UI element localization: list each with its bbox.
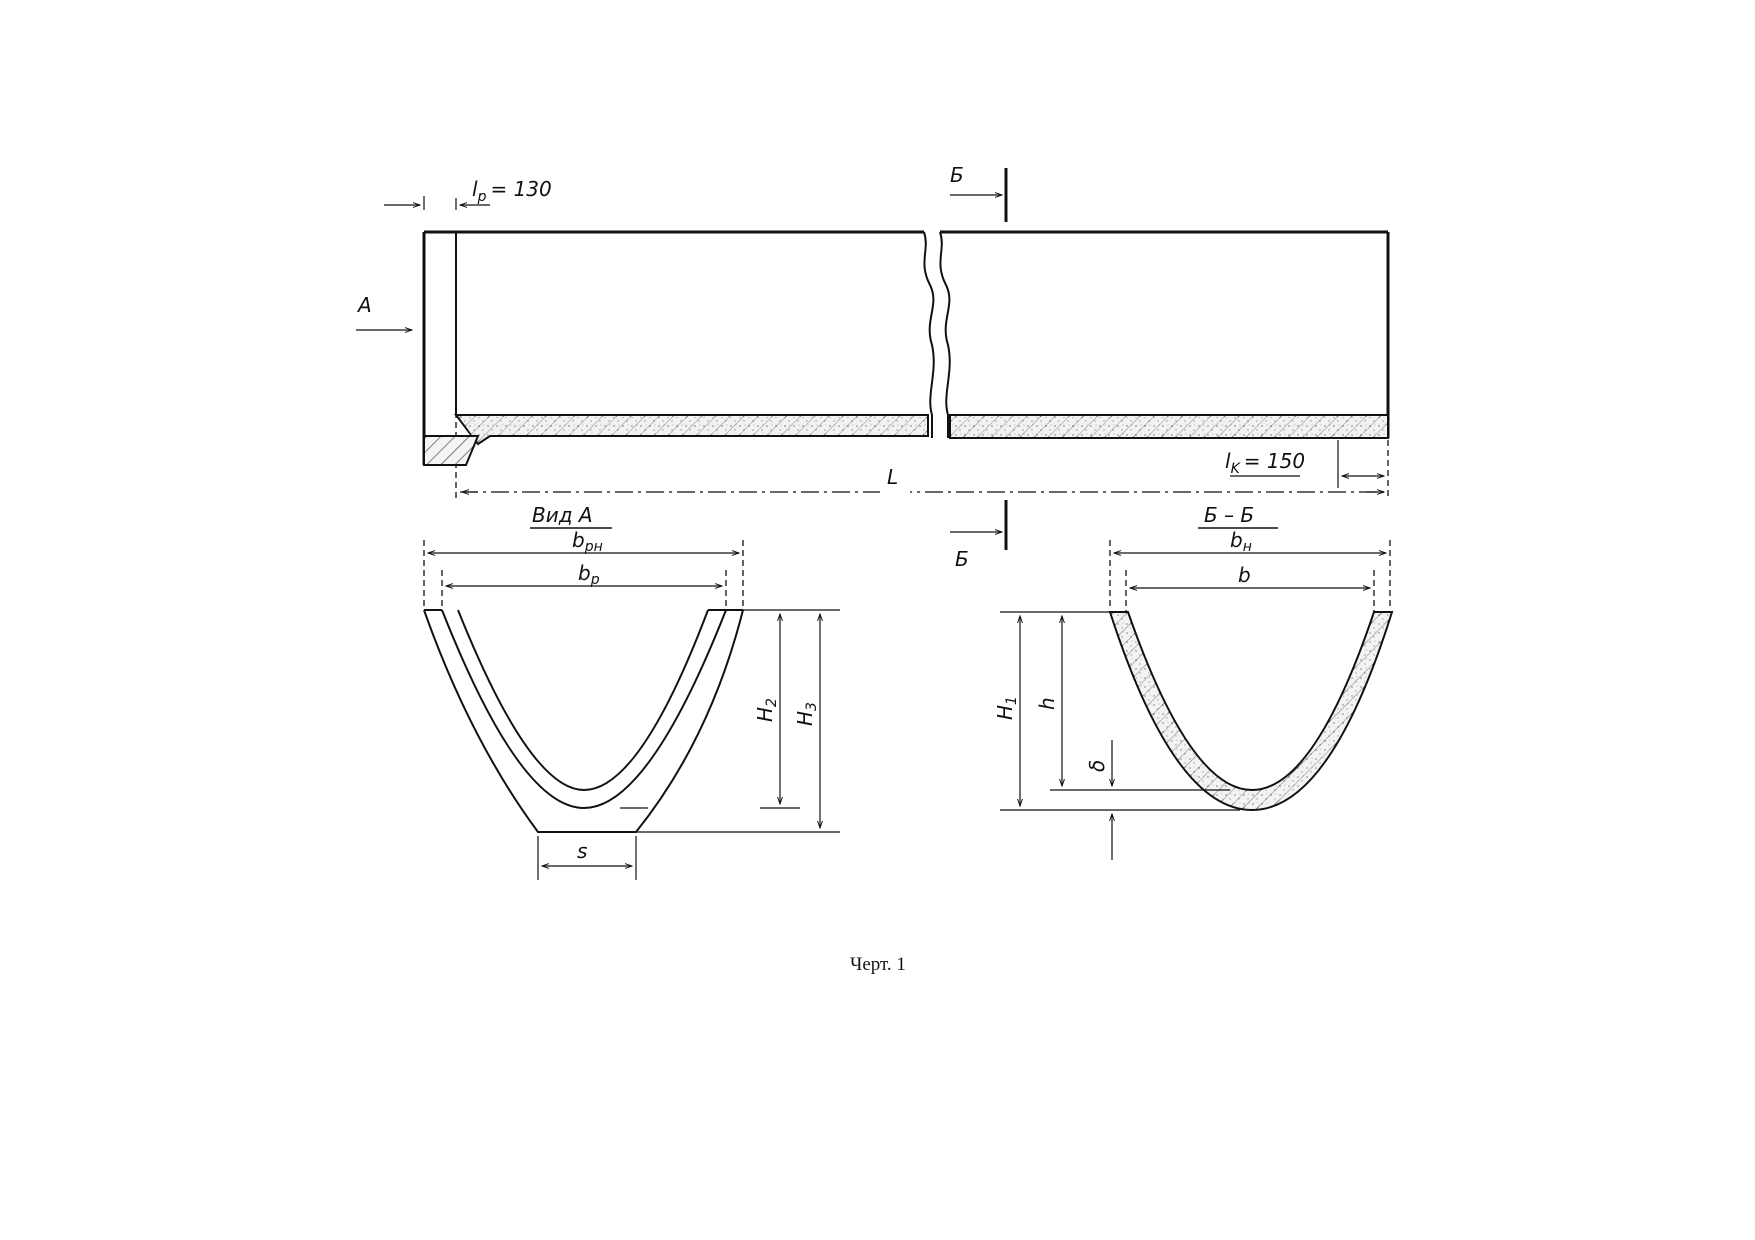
s-label: s — [577, 839, 587, 863]
section-mark-bottom: Б — [955, 547, 969, 571]
section-mark-top: Б — [950, 163, 964, 187]
delta-label: δ — [1085, 760, 1109, 772]
view-a: Вид А bpн bp H2 H3 s — [423, 503, 840, 880]
figure-caption: Черт. 1 — [850, 954, 906, 975]
view-a-arrow-label: A — [356, 293, 372, 317]
h-label: h — [1035, 697, 1059, 710]
b-n-label: bн — [1230, 528, 1252, 555]
h3-label: H3 — [793, 702, 820, 726]
section-title: Б – Б — [1204, 503, 1254, 527]
b-p-label: bp — [578, 561, 600, 588]
elevation-view: A lp= 130 lK= 150 L Б Б — [356, 163, 1390, 571]
h2-label: H2 — [753, 698, 780, 722]
lp-dimension-label: lp= 130 — [472, 177, 552, 205]
view-a-title: Вид А — [532, 503, 593, 527]
b-pn-label: bpн — [572, 528, 603, 555]
section-b-b: Б – Б bн b H1 h δ — [993, 503, 1394, 860]
lk-dimension-label: lK= 150 — [1225, 449, 1305, 477]
b-label: b — [1238, 563, 1251, 587]
h1-label: H1 — [993, 696, 1020, 720]
length-dimension-label: L — [887, 465, 898, 489]
